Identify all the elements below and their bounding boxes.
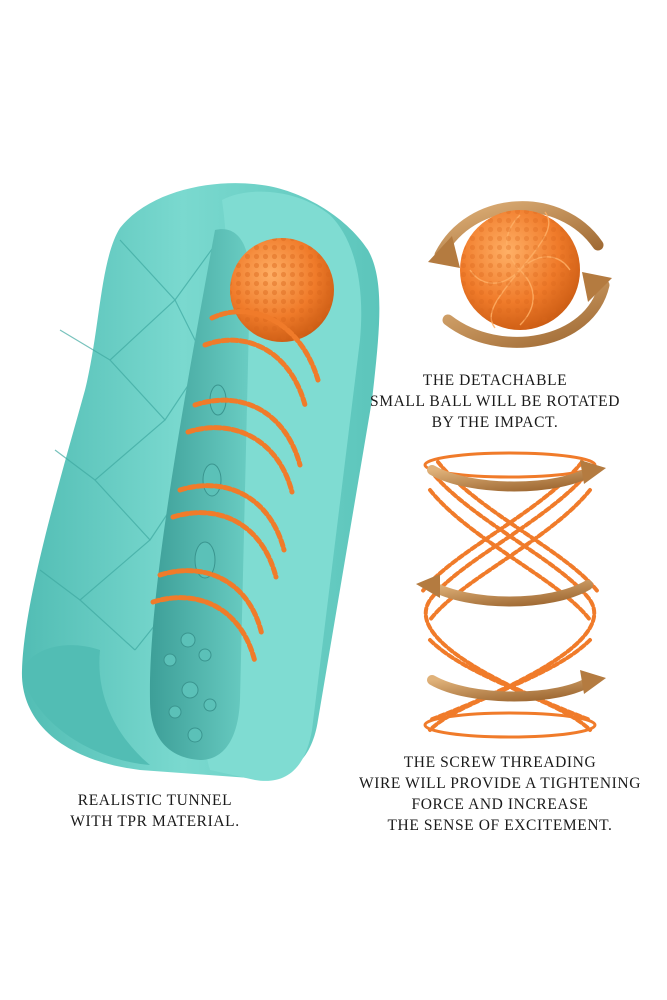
caption-line: BY THE IMPACT. bbox=[431, 414, 559, 431]
sleeve-bottom-rim bbox=[22, 645, 150, 765]
caption-detachable-ball: THE DETACHABLE SMALL BALL WILL BE ROTATE… bbox=[345, 370, 645, 433]
caption-line: WITH TPR MATERIAL. bbox=[70, 813, 240, 830]
tunnel-nubs bbox=[163, 384, 227, 743]
inner-ribs bbox=[150, 309, 321, 665]
caption-line: THE SENSE OF EXCITEMENT. bbox=[387, 817, 613, 834]
ball-rotation-graphic bbox=[428, 201, 612, 348]
sleeve-inner-tunnel bbox=[149, 229, 250, 761]
caption-screw-threading: THE SCREW THREADING WIRE WILL PROVIDE A … bbox=[340, 752, 660, 836]
rotation-arrows-icon bbox=[428, 201, 612, 348]
caption-line: THE DETACHABLE bbox=[422, 372, 568, 389]
caption-realistic-tunnel: REALISTIC TUNNEL WITH TPR MATERIAL. bbox=[30, 790, 280, 832]
spiral-arrow-icon bbox=[416, 460, 606, 702]
sleeve-texture bbox=[39, 239, 216, 651]
caption-line: REALISTIC TUNNEL bbox=[77, 792, 233, 809]
caption-line: WIRE WILL PROVIDE A TIGHTENING bbox=[358, 775, 642, 792]
caption-line: THE SCREW THREADING bbox=[403, 754, 597, 771]
caption-line: FORCE AND INCREASE bbox=[411, 796, 589, 813]
caption-line: SMALL BALL WILL BE ROTATED bbox=[370, 393, 620, 410]
sleeve-illustration bbox=[21, 183, 380, 781]
